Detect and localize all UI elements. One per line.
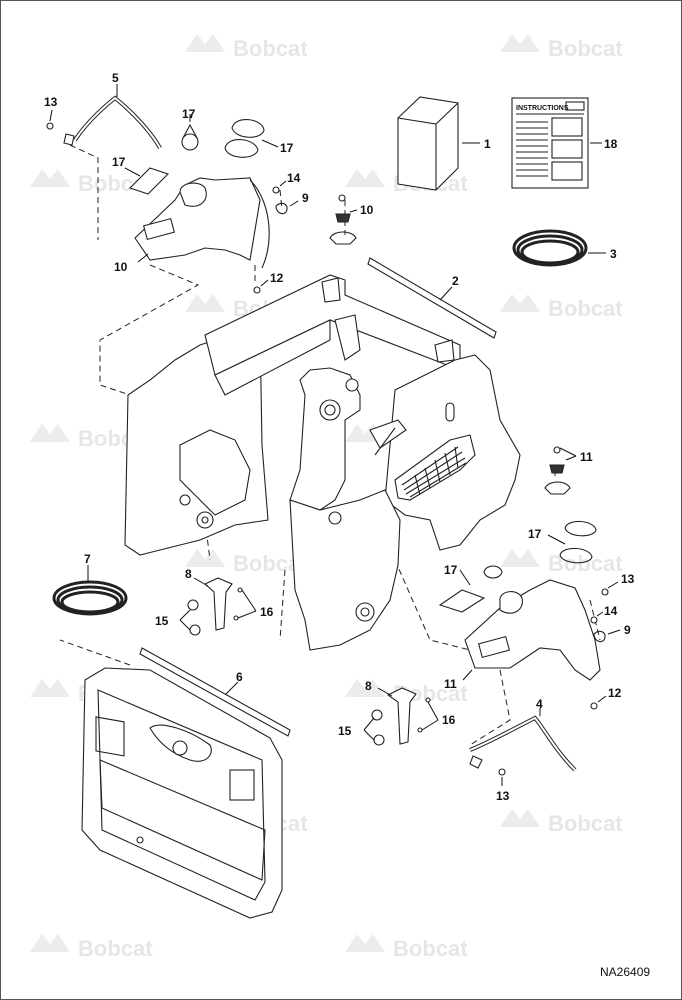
svg-text:Bobcat: Bobcat	[233, 36, 308, 61]
part-1-box: 1	[397, 96, 491, 191]
part-6-seal-strip: 6	[139, 647, 291, 737]
callout-13-a: 13	[44, 95, 58, 109]
part-14-screw-upper: 14	[272, 171, 301, 194]
part-9-clamp-upper: 9	[275, 191, 309, 215]
callout-15-a: 15	[155, 614, 169, 628]
part-12-screw-upper: 12	[253, 271, 284, 294]
part-10-grommet-upper: 10	[329, 194, 374, 245]
svg-text:Bobcat: Bobcat	[393, 936, 468, 961]
instructions-title: INSTRUCTIONS	[516, 105, 569, 112]
callout-17-b: 17	[112, 155, 126, 169]
part-18-instructions-sheet: INSTRUCTIONS 18	[511, 97, 618, 189]
rear-grille	[394, 434, 476, 501]
part-7-coiled-seal: 7	[52, 552, 128, 616]
callout-5: 5	[112, 71, 119, 85]
part-14-screw-lower: 14	[590, 604, 618, 624]
watermark-logo: Bobcat	[500, 809, 623, 836]
watermark-logo: Bobcat	[345, 934, 468, 961]
callout-10-a: 10	[114, 260, 128, 274]
part-11-grommet-upper: 11	[544, 446, 593, 495]
callout-18: 18	[604, 137, 618, 151]
callout-16-a: 16	[260, 605, 274, 619]
callout-14-a: 14	[287, 171, 301, 185]
latch-assembly-left: 8 15 16	[155, 567, 274, 636]
callout-1: 1	[484, 137, 491, 151]
part-12-screw-lower: 12	[590, 686, 622, 710]
part-11-reservoir-bracket-right: 17 17 11	[438, 520, 601, 691]
callout-12-b: 12	[608, 686, 622, 700]
part-13-clip-lower: 13	[496, 768, 510, 803]
callout-13-c: 13	[496, 789, 510, 803]
rear-door-panel	[81, 667, 283, 919]
drawing-number: NA26409	[600, 965, 650, 979]
callout-14-b: 14	[604, 604, 618, 618]
watermark-logo: Bobcat	[185, 34, 308, 61]
part-3-coiled-seal: 3	[512, 229, 617, 267]
callout-8-b: 8	[365, 679, 372, 693]
watermark-logo: Bobcat	[30, 934, 153, 961]
callout-16-b: 16	[442, 713, 456, 727]
callout-6: 6	[236, 670, 243, 684]
callout-4: 4	[536, 697, 543, 711]
svg-text:Bobcat: Bobcat	[548, 551, 623, 576]
part-2-seal-strip: 2	[367, 257, 497, 339]
main-chassis-frame	[124, 274, 521, 651]
callout-17-d: 17	[444, 563, 458, 577]
callout-2: 2	[452, 274, 459, 288]
callout-17-a: 17	[182, 107, 196, 121]
callout-17-e: 17	[528, 527, 542, 541]
svg-text:Bobcat: Bobcat	[548, 296, 623, 321]
part-13-clip-upper: 13	[44, 95, 75, 146]
callout-3: 3	[610, 247, 617, 261]
callout-8-a: 8	[185, 567, 192, 581]
callout-13-b: 13	[621, 572, 635, 586]
svg-text:Bobcat: Bobcat	[548, 811, 623, 836]
part-10-reservoir-bracket-left: 17 17 17 10	[112, 107, 294, 274]
callout-9-a: 9	[302, 191, 309, 205]
svg-text:Bobcat: Bobcat	[78, 936, 153, 961]
callout-11-b: 11	[444, 677, 457, 691]
part-5-drain-hose: 5	[73, 71, 162, 149]
callout-12-a: 12	[270, 271, 284, 285]
callout-17-c: 17	[280, 141, 294, 155]
watermark-logo: Bobcat	[185, 549, 308, 576]
part-4-drain-hose: 4	[469, 697, 577, 772]
callout-9-b: 9	[624, 623, 631, 637]
callout-7: 7	[84, 552, 91, 566]
callout-11-a: 11	[580, 450, 593, 464]
latch-assembly-right: 8 15 16	[338, 679, 456, 746]
svg-text:Bobcat: Bobcat	[548, 36, 623, 61]
part-13-clip-right: 13	[601, 572, 635, 596]
part-9-clamp-lower: 9	[593, 623, 631, 643]
watermark-logo: Bobcat	[500, 294, 623, 321]
watermark-logo: Bobcat	[500, 34, 623, 61]
callout-10-b: 10	[360, 203, 374, 217]
callout-15-b: 15	[338, 724, 352, 738]
